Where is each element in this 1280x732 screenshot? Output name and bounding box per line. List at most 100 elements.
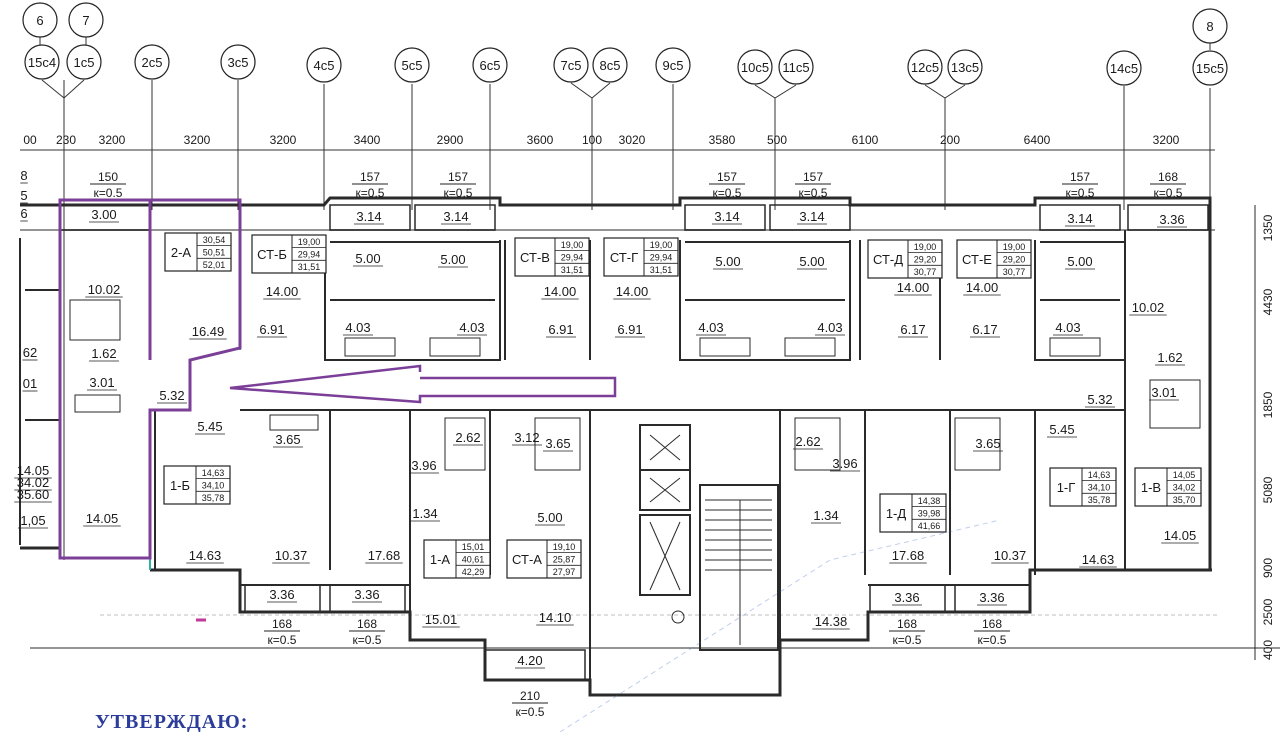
room-area: 6.91 [548,322,573,337]
room-area: 35.60 [17,487,50,502]
axis-circle [553,47,589,83]
room-area: 6 [20,206,27,221]
room-area: 5.00 [355,251,380,266]
dimension-label: 6400 [1024,133,1051,147]
apartment-tag-box [423,539,491,579]
dimension-label: 3580 [709,133,736,147]
axis-label: 6 [36,13,43,28]
apartment-area-value: 27,97 [553,567,576,577]
room-area: 34.02 [17,475,50,490]
room-area: 8 [20,168,27,183]
apartment-area-value: 30,54 [203,235,226,245]
axis-label: 7с5 [561,58,582,73]
apartment-area-value: 31,51 [561,265,584,275]
apartment-name: 1-Б [170,478,190,493]
apartment-tag-box [867,239,943,279]
room-area: 3.36 [269,587,294,602]
room-area: 3.36 [894,590,919,605]
dimension-label: 500 [767,133,787,147]
balcony-area: 157 [448,170,468,184]
approval-stamp: УТВЕРЖДАЮ: [95,711,248,732]
room-area: 14.38 [815,614,848,629]
room-area: 62 [23,345,37,360]
room-area: 17.68 [368,548,401,563]
apartment-tag-box [163,465,231,505]
room-area: 3.65 [545,436,570,451]
balcony-coefficient: к=0.5 [713,186,742,200]
room-area: 5.00 [799,254,824,269]
balcony-coefficient: к=0.5 [268,633,297,647]
room-area: 4.03 [698,320,723,335]
room-area: 5.45 [197,419,222,434]
apartment-tag-box [164,232,232,272]
apartment-area-value: 14,63 [1088,470,1111,480]
room-area: 4.03 [817,320,842,335]
apartment-name: СТ-Б [257,247,287,262]
dimension-label: 2900 [437,133,464,147]
apartment-tag-box [956,239,1032,279]
room-area: 5.00 [715,254,740,269]
room-area: 4.03 [1055,320,1080,335]
apartment-area-value: 40,61 [462,555,485,565]
room-area: 10.37 [994,548,1027,563]
room-area: 6.91 [617,322,642,337]
room-area: 3.36 [354,587,379,602]
balcony-area: 157 [717,170,737,184]
axis-circle [306,47,342,83]
balcony-area: 168 [1158,170,1178,184]
balcony-coefficient: к=0.5 [94,186,123,200]
apartment-area-value: 19,00 [298,237,321,247]
apartment-area-value: 14,05 [1173,470,1196,480]
apartment-area-value: 35,78 [202,493,225,503]
scan-marks [559,519,1001,732]
room-area: 3.01 [1151,385,1176,400]
apartment-area-value: 42,29 [462,567,485,577]
apartment-area-value: 35,78 [1088,495,1111,505]
apartment-area-value: 41,66 [918,521,941,531]
axis-label: 4с5 [314,58,335,73]
axis-label: 8с5 [600,58,621,73]
room-area: 10.02 [1132,300,1165,315]
room-area: 01 [23,376,37,391]
room-area: 14.05 [1164,528,1197,543]
room-area: 3.65 [975,436,1000,451]
room-area: 1.34 [813,508,838,523]
apartment-tag-box [879,493,947,533]
room-area: 3.96 [411,458,436,473]
apartment-area-value: 31,51 [650,265,673,275]
apartment-area-value: 19,00 [914,242,937,252]
apartment-area-value: 34,10 [202,481,225,491]
balcony-coefficient: к=0.5 [799,186,828,200]
axis-circle [1106,50,1142,86]
room-area: 15.01 [425,612,458,627]
apartment-tag-box [514,237,590,277]
apartment-tag-box [506,539,582,579]
axis-label: 15с4 [28,55,56,70]
room-area: 17.68 [892,548,925,563]
room-area: 14.63 [189,548,222,563]
apartment-name: СТ-Е [962,252,992,267]
apartment-area-value: 19,00 [561,240,584,250]
room-area: 6.17 [972,322,997,337]
room-area: 14.00 [616,284,649,299]
dimension-label: 230 [56,133,76,147]
room-area: 10.37 [275,548,308,563]
apartment-area-value: 29,20 [1003,255,1026,265]
room-area: 5.32 [159,388,184,403]
room-area: 14.00 [966,280,999,295]
apartment-area-value: 34,10 [1088,483,1111,493]
apartment-area-value: 29,94 [298,250,321,260]
apartment-area-value: 19,10 [553,542,576,552]
balcony-area: 168 [272,617,292,631]
apartment-area-value: 52,01 [203,260,226,270]
axis-circle [907,49,943,85]
balcony-coefficient: к=0.5 [978,633,1007,647]
apartment-area-value: 50,51 [203,248,226,258]
room-area: 6.17 [900,322,925,337]
apartment-name: 1-А [430,552,451,567]
dimension-label: 200 [940,133,960,147]
apartment-tags: 2-А30,5450,5152,01СТ-Б19,0029,9431,51СТ-… [163,232,1202,579]
axis-circle [592,47,628,83]
apartment-area-value: 29,94 [650,253,673,263]
